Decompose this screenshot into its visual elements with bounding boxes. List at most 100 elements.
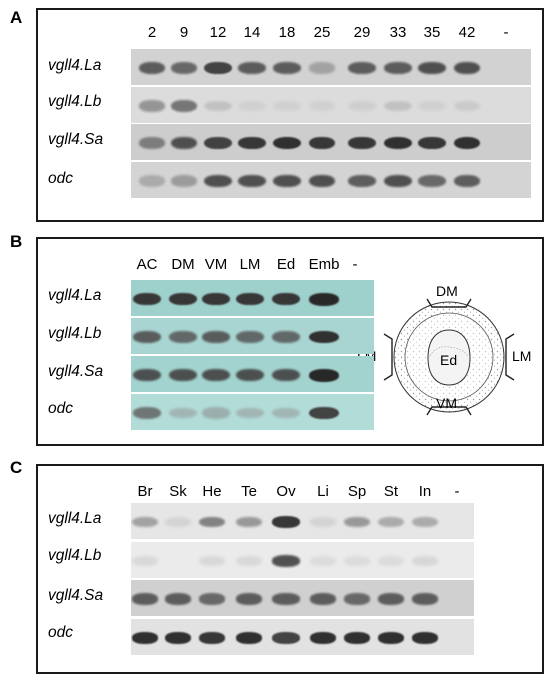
gel-band	[199, 632, 225, 644]
gel-band	[165, 517, 191, 527]
diagram-label-vm: VM	[436, 395, 457, 411]
panel-a-gene-label: vgll4.La	[48, 57, 102, 74]
gel-band	[309, 100, 335, 112]
panel-a-lane-label: 25	[313, 24, 331, 41]
gel-band	[202, 292, 230, 306]
panel-b-lane-label: Emb	[308, 256, 340, 273]
gel-band	[310, 593, 336, 605]
panel-b-lane-label: VM	[204, 256, 228, 273]
gel-band	[199, 516, 225, 528]
panel-c-lane-label: In	[418, 483, 432, 500]
panel-c-lane-label: He	[202, 483, 222, 500]
gel-band	[169, 368, 197, 382]
gel-band	[344, 632, 370, 644]
gel-band	[204, 136, 232, 150]
gel-band	[132, 632, 158, 644]
gel-band	[238, 136, 266, 150]
gel-band	[454, 61, 480, 75]
gel-band	[165, 632, 191, 644]
gel-band	[139, 175, 165, 187]
panel-a-gene-label: vgll4.Sa	[48, 131, 104, 148]
panel-c-lane-label: Te	[241, 483, 257, 500]
gel-band	[236, 593, 262, 605]
gel-band	[236, 407, 264, 419]
gel-band	[272, 330, 300, 344]
gel-band	[273, 174, 301, 188]
gel-band	[204, 174, 232, 188]
panel-c-gene-label: vgll4.Lb	[48, 547, 102, 564]
gel-band	[132, 593, 158, 605]
panel-c-gene-label: vgll4.La	[48, 510, 102, 527]
gel-band	[132, 516, 158, 528]
gel-band	[273, 100, 301, 112]
gel-band	[272, 407, 300, 419]
gel-band	[309, 292, 339, 306]
gel-band	[171, 100, 197, 112]
gel-band	[272, 292, 300, 306]
gel-band	[204, 100, 232, 112]
gel-band	[418, 174, 446, 188]
panel-a-lane-label: 35	[423, 24, 441, 41]
panel-b-letter: B	[10, 232, 23, 251]
gel-band	[344, 556, 370, 566]
gel-band	[171, 61, 197, 75]
panel-a-lane-label: 14	[243, 24, 261, 41]
gel-band	[412, 516, 438, 528]
panel-c-lane-label: Ov	[276, 483, 296, 500]
gel-band	[273, 61, 301, 75]
panel-a-gel-strip	[131, 49, 531, 85]
gel-band	[236, 556, 262, 566]
gel-band	[344, 593, 370, 605]
gel-band	[171, 175, 197, 187]
gel-band	[309, 406, 339, 420]
gel-band	[202, 368, 230, 382]
panel-b	[36, 237, 544, 446]
gel-band	[454, 136, 480, 150]
gel-band	[236, 292, 264, 306]
gel-band	[169, 407, 197, 419]
panel-a-lane-label: 12	[209, 24, 227, 41]
gel-band	[236, 516, 262, 528]
gel-band	[132, 556, 158, 566]
panel-c	[36, 464, 544, 674]
gel-band	[309, 62, 335, 74]
gel-band	[310, 632, 336, 644]
gel-band	[171, 136, 197, 150]
gel-band	[165, 593, 191, 605]
gel-band	[236, 632, 262, 644]
panel-a-gel-strip	[131, 162, 531, 198]
panel-b-lane-label: DM	[171, 256, 195, 273]
gel-band	[272, 632, 300, 644]
gel-band	[238, 174, 266, 188]
panel-b-gene-label: vgll4.La	[48, 287, 102, 304]
gel-band	[202, 330, 230, 344]
gel-band	[272, 555, 300, 567]
gel-band	[378, 556, 404, 566]
panel-c-lane-label: Br	[137, 483, 153, 500]
panel-c-gel-strip	[131, 580, 474, 616]
gel-band	[236, 368, 264, 382]
panel-c-gel-strip	[131, 503, 474, 539]
gel-band	[169, 330, 197, 344]
panel-a-lane-label: -	[503, 24, 509, 41]
gel-band	[454, 100, 480, 112]
gel-band	[133, 368, 161, 382]
panel-a-gel-strip	[131, 124, 531, 160]
gel-band	[454, 174, 480, 188]
panel-b-gel-strip	[131, 394, 374, 430]
diagram-label-lm-right: LM	[512, 348, 532, 364]
gel-band	[139, 100, 165, 112]
gel-band	[238, 61, 266, 75]
gel-band	[412, 632, 438, 644]
panel-c-gel-strip	[131, 619, 474, 655]
gel-band	[202, 407, 230, 419]
panel-c-gene-label: odc	[48, 624, 73, 641]
gel-band	[418, 100, 446, 112]
panel-a-letter: A	[10, 8, 23, 27]
gel-band	[378, 516, 404, 528]
panel-c-lane-label: Li	[317, 483, 329, 500]
gel-band	[344, 516, 370, 528]
gel-band	[378, 632, 404, 644]
gel-band	[309, 174, 335, 188]
panel-a-lane-label: 33	[389, 24, 407, 41]
